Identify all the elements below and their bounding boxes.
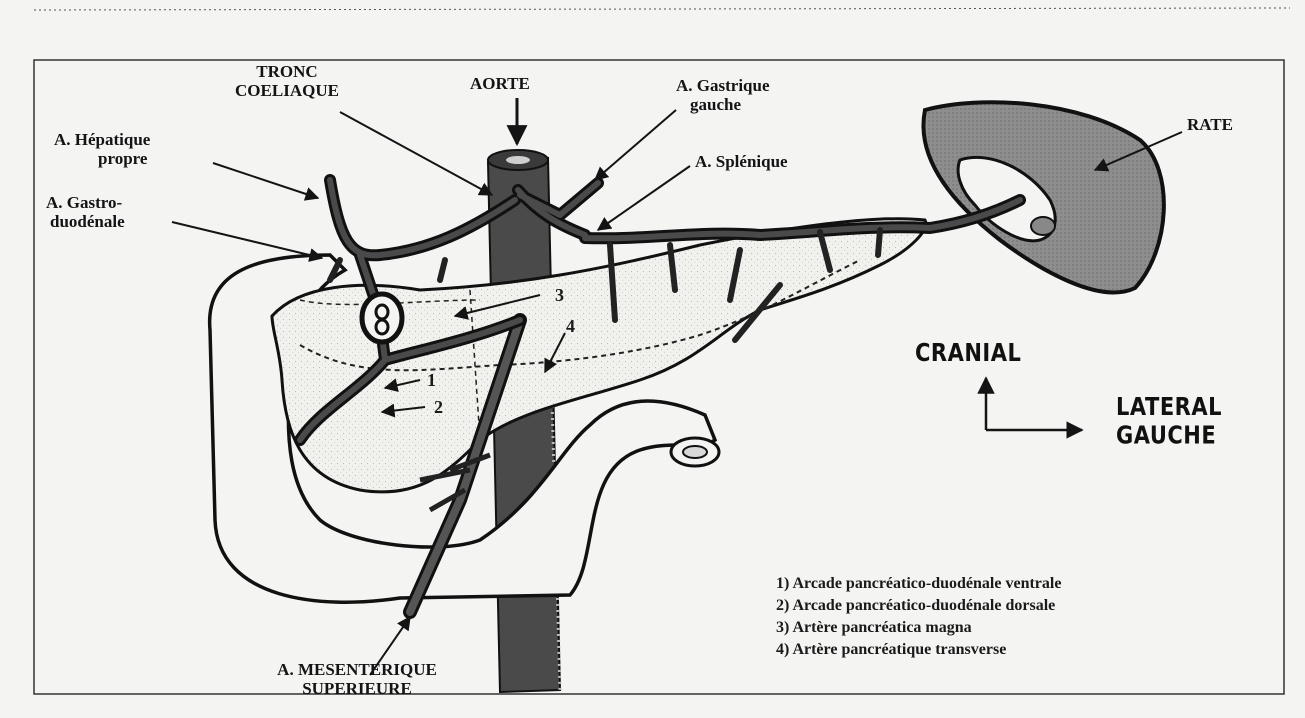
label-splenique: A. Splénique [695,152,788,171]
legend: 1) Arcade pancréatico-duodénale ventrale… [776,573,1061,661]
spleen [923,102,1163,292]
marker-2: 2 [434,397,443,418]
legend-item: 2) Arcade pancréatico-duodénale dorsale [776,595,1061,617]
legend-item: 1) Arcade pancréatico-duodénale ventrale [776,573,1061,595]
label-lateral-gauche: LATERAL GAUCHE [1116,392,1222,450]
orientation-axes [986,378,1082,430]
label-hepatique-propre: A. Hépatique propre [54,130,150,168]
label-tronc-coeliaque: TRONC COELIAQUE [222,62,352,100]
label-cranial: CRANIAL [915,338,1021,367]
label-mesenterique-superieure: A. MESENTERIQUE SUPERIEURE [222,660,492,698]
marker-1: 1 [427,370,436,391]
legend-item: 3) Artère pancréatica magna [776,617,1061,639]
legend-item: 4) Artère pancréatique transverse [776,639,1061,661]
portal-vein-ring [362,294,402,342]
label-gastro-duodenale: A. Gastro- duodénale [46,193,125,231]
marker-3: 3 [555,285,564,306]
marker-4: 4 [566,316,575,337]
label-gastrique-gauche: A. Gastrique gauche [676,76,770,114]
label-aorte: AORTE [470,74,530,93]
label-rate: RATE [1187,115,1233,134]
